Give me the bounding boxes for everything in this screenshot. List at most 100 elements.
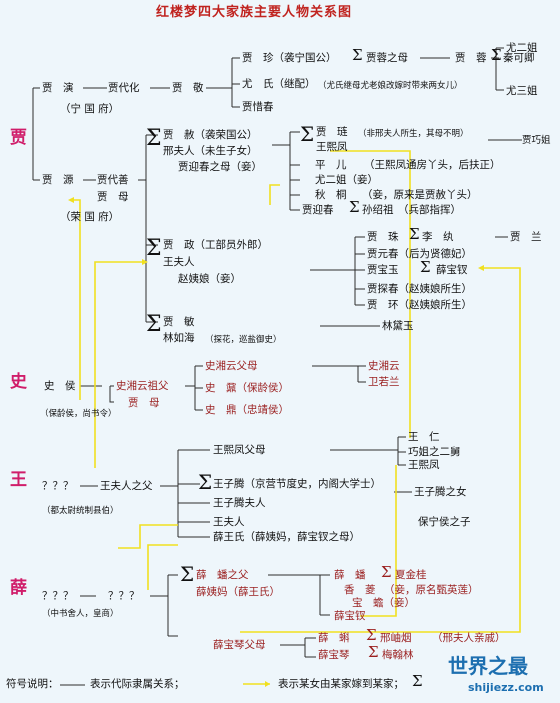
sigma-marriage-icon: Σ — [420, 258, 431, 276]
person-jia-daishan: 贾代善 — [97, 174, 129, 186]
person-jia-min: 贾 敏 — [163, 316, 195, 328]
person-jia-qiaojie: 贾巧姐 — [522, 135, 551, 146]
xing-xiuyan-note: （邢夫人亲戚） — [432, 632, 506, 644]
person-shi-jia-mu: 贾 母 — [128, 397, 160, 409]
clan-label-wang: 王 — [10, 470, 27, 490]
sigma-marriage-icon: Σ — [409, 225, 420, 243]
person-jia-zheng: 贾 政（工部员外郎） — [163, 239, 268, 251]
person-wei-ruolan: 卫若兰 — [368, 376, 400, 388]
person-shi-ding: 史 鼐（保龄侯） — [205, 382, 289, 394]
person-you-erjie-concubine: 尤二姐（妾） — [315, 174, 378, 186]
clan-label-jia: 贾 — [10, 128, 27, 148]
person-wang-furen: 王夫人 — [163, 256, 195, 268]
person-jia-yuanchun: 贾元春（后为贤德妃） — [367, 248, 472, 260]
person-wang-wang-furen: 王夫人 — [213, 516, 245, 528]
person-mei-hanlin: 梅翰林 — [382, 649, 414, 661]
legend-line-desc: 表示代际隶属关系； — [90, 678, 185, 690]
person-xue-xue-baochai: 薛宝钗 — [334, 610, 366, 622]
person-wang-ren: 王 仁 — [408, 431, 440, 443]
person-sun-shaozu: 孙绍祖 — [362, 204, 394, 216]
ningguo-label: （宁 国 府） — [60, 103, 120, 115]
person-jia-jing: 贾 敬 — [172, 82, 204, 94]
sigma-marriage-icon: Σ — [146, 236, 162, 261]
person-shi-nai: 史 鼎（忠靖侯） — [205, 404, 289, 416]
person-wang-xifeng: 王熙凤 — [316, 141, 348, 153]
person-lin-daiyu: 林黛玉 — [382, 320, 414, 332]
person-jia-mu: 贾 母 — [97, 191, 129, 203]
xue-unknown-parent: ？？？ — [108, 590, 140, 602]
person-ziteng-wife: 王子腾夫人 — [213, 497, 266, 509]
person-baoning-son: 保宁侯之子 — [418, 516, 471, 528]
qiu-tong-note: （妾，原来是贾赦丫头） — [362, 189, 478, 201]
person-jia-baoyu: 贾宝玉 — [367, 264, 399, 276]
sigma-marriage-icon: Σ — [146, 312, 162, 337]
clan-label-xue: 薛 — [10, 578, 27, 598]
xue-unknown-ancestor: ？？？ — [42, 590, 74, 602]
person-xifeng-parents: 王熙凤父母 — [213, 444, 266, 456]
person-jia-zhen: 贾 珍（袭宁国公） — [242, 52, 337, 64]
legend-sigma-icon: Σ — [412, 672, 423, 690]
person-xiangyun-parents: 史湘云父母 — [205, 360, 258, 372]
person-xue-yima: 薛姨妈（薛王氏） — [196, 586, 280, 598]
sigma-marriage-icon: Σ — [349, 198, 360, 216]
person-xiangyun-grandfather: 史湘云祖父 — [116, 380, 169, 392]
wang-note: （都太尉统制县伯） — [42, 506, 119, 516]
person-ziteng-daughter: 王子腾之女 — [414, 486, 467, 498]
person-xue-baoqin: 薛宝琴 — [318, 649, 350, 661]
person-xue-pan-father: 薛 蟠之父 — [196, 569, 249, 581]
page-title: 红楼梦四大家族主要人物关系图 — [156, 5, 353, 20]
person-xue-wangshi: 薛王氏（薛姨妈，薛宝钗之母） — [213, 531, 360, 543]
legend-yellow-desc: 表示某女由某家嫁到某家； — [278, 678, 404, 690]
person-jia-tanchun: 贾探春（赵姨娘所生） — [367, 283, 472, 295]
person-qiaojie-uncle: 巧姐之二舅 — [408, 446, 461, 458]
you-shi-note: （尤氏继母尤老娘改嫁时带来两女儿） — [318, 81, 463, 91]
person-you-erjie: 尤二姐 — [506, 42, 538, 54]
person-qiu-tong: 秋 桐 — [315, 189, 347, 201]
shi-hou-note: （保龄侯，尚书令） — [40, 409, 117, 419]
person-shi-hou: 史 侯 — [44, 380, 76, 392]
sigma-marriage-icon: Σ — [300, 122, 315, 146]
person-lin-ruhai: 林如海 — [163, 332, 195, 344]
sigma-marriage-icon: Σ — [198, 470, 213, 494]
person-jia-she: 贾 赦（袭荣国公） — [163, 129, 258, 141]
person-jia-rong: 贾 蓉 — [455, 52, 487, 64]
sigma-marriage-icon: Σ — [180, 562, 195, 586]
person-xing-xiuyan: 邢岫烟 — [380, 632, 412, 644]
sigma-marriage-icon: Σ — [146, 126, 162, 151]
wang-unknown-ancestor: ？？？ — [42, 480, 74, 492]
sun-shaozu-note: （兵部指挥） — [398, 204, 461, 216]
person-wang-ziteng: 王子腾（京营节度史，内阁大学士） — [213, 478, 381, 490]
person-xing-furen: 邢夫人（未生子女） — [163, 145, 258, 157]
person-jia-lian: 贾 琏 — [316, 126, 348, 138]
sigma-marriage-icon: Σ — [381, 563, 392, 581]
person-xue-ke: 薛 蝌 — [318, 632, 350, 644]
person-zhao-yiniang: 赵姨娘（妾） — [178, 273, 241, 285]
person-li-wan: 李 纨 — [422, 231, 454, 243]
lin-ruhai-note: （探花，巡盐御史） — [205, 335, 282, 345]
person-xue-baochai: 薛宝钗 — [436, 264, 468, 276]
ping-er-note: （王熙凤通房丫头，后扶正） — [364, 159, 501, 171]
person-xia-jingui: 夏金桂 — [395, 569, 427, 581]
person-xiang-ling: 香 菱 — [344, 584, 376, 596]
sigma-marriage-icon: Σ — [491, 46, 502, 64]
xiang-ling-note: （妾，原名甄英莲） — [384, 584, 479, 596]
person-wang-wang-xifeng: 王熙凤 — [408, 459, 440, 471]
clan-label-shi: 史 — [10, 372, 27, 392]
xue-note: （中书舍人，皇商） — [42, 609, 119, 619]
person-shi-xiangyun: 史湘云 — [368, 360, 400, 372]
person-bao-chan: 宝 蟾（妾） — [352, 597, 415, 609]
watermark-url: shijiezz.com — [468, 681, 544, 694]
person-jia-daihua: 贾代化 — [108, 82, 140, 94]
person-you-sanjie: 尤三姐 — [506, 85, 538, 97]
jia-rong-mother-label: 贾蓉之母 — [366, 52, 408, 64]
person-yingchun-mother: 贾迎春之母（妾） — [178, 161, 262, 173]
person-jia-huan: 贾 环（赵姨娘所生） — [367, 299, 472, 311]
person-ping-er: 平 儿 — [315, 159, 347, 171]
person-wang-furen-father: 王夫人之父 — [100, 480, 153, 492]
person-you-shi: 尤 氏（继配） — [242, 78, 316, 90]
person-jia-yan: 贾 演 — [42, 82, 74, 94]
person-qin-keqing: 秦可卿 — [503, 52, 535, 64]
person-xue-pan: 薛 蟠 — [334, 569, 366, 581]
sigma-marriage-icon: Σ — [366, 626, 377, 644]
